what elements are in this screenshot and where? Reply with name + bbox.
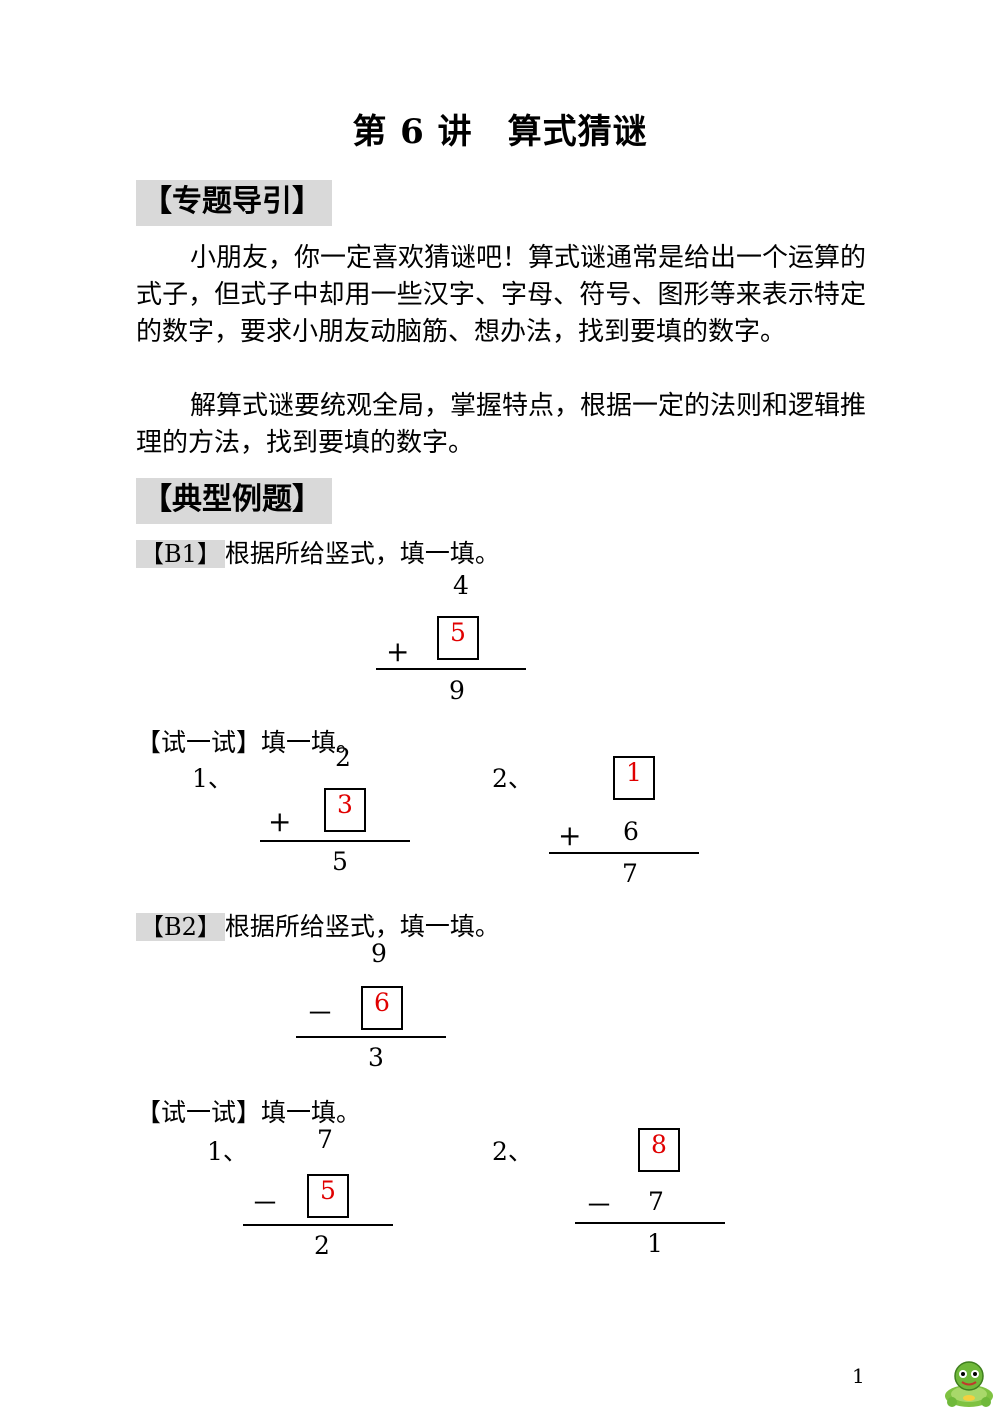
try1-p2-index: 2、 <box>492 764 533 793</box>
b1-result: 9 <box>449 676 465 705</box>
try1-p1-answer-box[interactable]: 3 <box>324 788 366 832</box>
try1-p1-top: 2 <box>335 743 351 772</box>
turtle-mascot-icon <box>940 1356 998 1410</box>
b2-top-number: 9 <box>371 939 387 968</box>
try1-p2-answer-box[interactable]: 1 <box>613 756 655 800</box>
try2-p2-answer-box[interactable]: 8 <box>638 1128 680 1172</box>
try2-p1-index: 1、 <box>207 1137 248 1166</box>
b2-answer-box[interactable]: 6 <box>361 986 403 1030</box>
b2-minus-sign: － <box>306 997 335 1030</box>
try2-p1-answer: 5 <box>320 1176 336 1205</box>
try1-p2-result: 7 <box>622 859 638 888</box>
intro-paragraph-2: 解算式谜要统观全局，掌握特点，根据一定的法则和逻辑推理的方法，找到要填的数字。 <box>136 391 867 458</box>
try2-p2-answer: 8 <box>651 1130 667 1159</box>
example-b2-prompt: 根据所给竖式，填一填。 <box>224 912 500 941</box>
b1-answer: 5 <box>450 618 466 647</box>
try2-p2-index: 2、 <box>492 1137 533 1166</box>
try1-label: 【试一试】填一填。 <box>136 728 362 757</box>
b2-difference-line <box>296 1036 446 1038</box>
try2-p2-result: 1 <box>647 1229 663 1258</box>
example-b1-header: 【B1】根据所给竖式，填一填。 <box>136 539 500 569</box>
page-title: 第 6 讲 算式猜谜 <box>352 112 648 152</box>
section-heading-guide: 【专题导引】 <box>136 180 332 226</box>
example-b1-prompt: 根据所给竖式，填一填。 <box>224 539 500 568</box>
try1-p2-plus-sign: + <box>558 819 582 852</box>
try2-p1-top: 7 <box>317 1125 333 1154</box>
try1-p2-answer: 1 <box>626 758 642 787</box>
try1-p2-sum-line <box>549 852 699 854</box>
try1-p1-sum-line <box>260 840 410 842</box>
try2-p1-minus-sign: － <box>251 1187 280 1220</box>
try2-p2-difference-line <box>575 1222 725 1224</box>
try1-p1-plus-sign: + <box>268 805 292 838</box>
b1-answer-box[interactable]: 5 <box>437 616 479 660</box>
try2-p2-minus-sign: － <box>585 1189 614 1222</box>
try2-p1-result: 2 <box>314 1231 330 1260</box>
intro-paragraph-1: 小朋友，你一定喜欢猜谜吧！算式谜通常是给出一个运算的式子，但式子中却用一些汉字、… <box>136 243 867 347</box>
b1-top-number: 4 <box>453 571 469 600</box>
try1-p2-second: 6 <box>623 817 639 846</box>
example-b2-header: 【B2】根据所给竖式，填一填。 <box>136 912 500 942</box>
try2-p2-second: 7 <box>648 1187 664 1216</box>
try2-label: 【试一试】填一填。 <box>136 1098 362 1127</box>
try2-p1-difference-line <box>243 1224 393 1226</box>
page-number: 1 <box>852 1364 865 1388</box>
example-b2-tag: 【B2】 <box>136 913 225 941</box>
example-b1-tag: 【B1】 <box>136 540 225 568</box>
try1-p1-answer: 3 <box>337 790 353 819</box>
b1-plus-sign: + <box>386 635 410 668</box>
try1-p1-index: 1、 <box>192 764 233 793</box>
try1-p1-result: 5 <box>332 847 348 876</box>
section-heading-examples: 【典型例题】 <box>136 478 332 524</box>
b2-result: 3 <box>368 1043 384 1072</box>
b2-answer: 6 <box>374 988 390 1017</box>
b1-sum-line <box>376 668 526 670</box>
try2-p1-answer-box[interactable]: 5 <box>307 1174 349 1218</box>
